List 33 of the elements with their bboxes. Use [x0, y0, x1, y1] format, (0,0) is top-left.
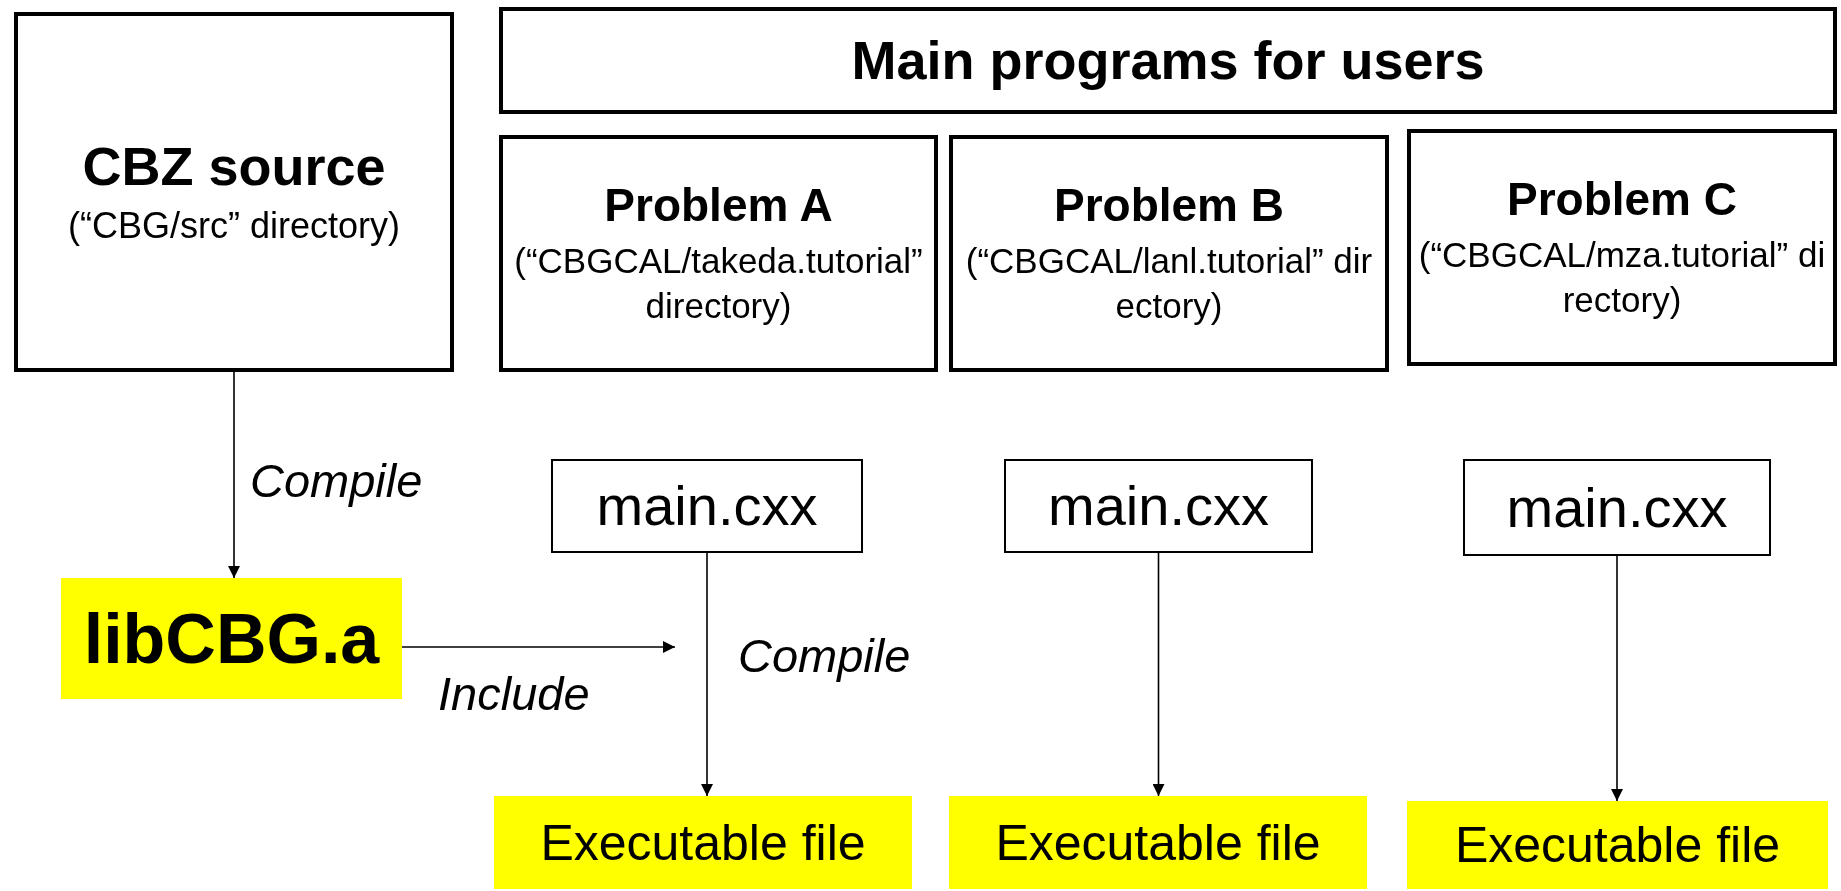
- arrow: [401, 641, 676, 653]
- node-subtitle: (“CBG/src” directory): [67, 204, 401, 248]
- highlighted-box: [61, 578, 402, 699]
- node-subtitle: (“CBGCAL/lanl.tutorial” directory): [964, 239, 1374, 328]
- process-box: [14, 12, 454, 372]
- node-title: Problem B: [1052, 178, 1285, 234]
- node-title: main.cxx: [1505, 474, 1729, 541]
- arrow: [1611, 555, 1623, 802]
- node-title: Main programs for users: [850, 29, 1486, 93]
- node-title: libCBG.a: [82, 598, 381, 680]
- highlighted-box: [1407, 801, 1828, 889]
- file-box: [1004, 459, 1313, 553]
- highlighted-box: [494, 796, 912, 889]
- node-title: Executable file: [994, 813, 1322, 873]
- process-box: [949, 135, 1389, 372]
- node-title: main.cxx: [595, 473, 819, 540]
- process-box: [499, 7, 1837, 114]
- node-title: Problem C: [1505, 172, 1738, 228]
- process-box: [1407, 129, 1837, 366]
- arrow: [701, 552, 713, 797]
- node-title: Executable file: [1453, 816, 1782, 875]
- node-title: main.cxx: [1047, 473, 1270, 540]
- node-title: Executable file: [539, 813, 867, 873]
- process-box: [499, 135, 938, 372]
- file-box: [551, 459, 863, 553]
- arrow: [228, 371, 240, 579]
- highlighted-box: [949, 796, 1367, 889]
- node-subtitle: (“CBGCAL/takeda.tutorial” directory): [513, 239, 924, 328]
- node-title: Problem A: [603, 178, 834, 234]
- file-box: [1463, 459, 1771, 556]
- node-title: CBZ source: [81, 135, 387, 199]
- arrow: [1152, 552, 1165, 797]
- node-subtitle: (“CBGCAL/mza.tutorial” directory): [1417, 233, 1827, 322]
